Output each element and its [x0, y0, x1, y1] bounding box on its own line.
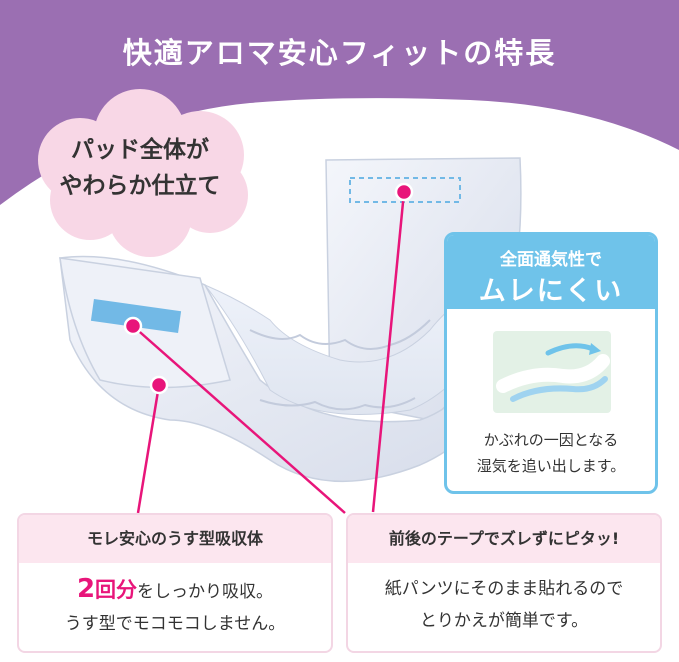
highlight-number: 2: [76, 574, 96, 604]
pointer-dots: [123, 182, 414, 395]
feature-body: 紙パンツにそのまま貼れるので とりかえが簡単です。: [348, 573, 660, 637]
header-band: [0, 0, 679, 205]
ventilation-heading-1: 全面通気性で: [500, 250, 602, 270]
ventilation-card-header: 全面通気性で ムレにくい: [447, 235, 655, 309]
feature-line-2: とりかえが簡単です。: [419, 611, 589, 631]
ventilation-heading-2: ムレにくい: [478, 276, 624, 307]
feature-line-1-rest: をしっかり吸収。: [137, 582, 274, 602]
page-title: 快適アロマ安心フィットの特長: [122, 36, 557, 70]
pointer-lines: [132, 191, 406, 514]
feature-title: 前後のテープでズレずにピタッ!: [348, 515, 660, 563]
airflow-illustration: [493, 331, 611, 413]
airflow-icon: [496, 343, 610, 402]
feature-line-2: うす型でモコモコしません。: [64, 614, 286, 634]
feature-title: モレ安心のうす型吸収体: [19, 515, 331, 563]
pad-illustration: [59, 157, 522, 483]
cloud-badge-shape: [38, 89, 248, 257]
softness-badge: パッド全体が やわらか仕立て: [40, 132, 240, 204]
badge-line-1: パッド全体が: [71, 137, 209, 163]
ventilation-desc-1: かぶれの一因となる: [483, 431, 619, 449]
feature-line-1: 紙パンツにそのまま貼れるので: [384, 579, 624, 599]
feature-card-absorbent: モレ安心のうす型吸収体 2回分をしっかり吸収。 うす型でモコモコしません。: [17, 513, 333, 653]
ventilation-desc-2: 湿気を追い出します。: [476, 457, 626, 475]
feature-card-tape: 前後のテープでズレずにピタッ! 紙パンツにそのまま貼れるので とりかえが簡単です…: [346, 513, 662, 653]
ventilation-description: かぶれの一因となる 湿気を追い出します。: [447, 427, 655, 479]
feature-body: 2回分をしっかり吸収。 うす型でモコモコしません。: [19, 573, 331, 640]
feature-line-1: 2回分をしっかり吸収。: [19, 573, 331, 608]
badge-line-2: やわらか仕立て: [59, 173, 221, 199]
highlight-unit: 回分: [95, 578, 138, 602]
ventilation-card: 全面通気性で ムレにくい かぶれの一因となる 湿気を追い出します。: [444, 232, 658, 494]
